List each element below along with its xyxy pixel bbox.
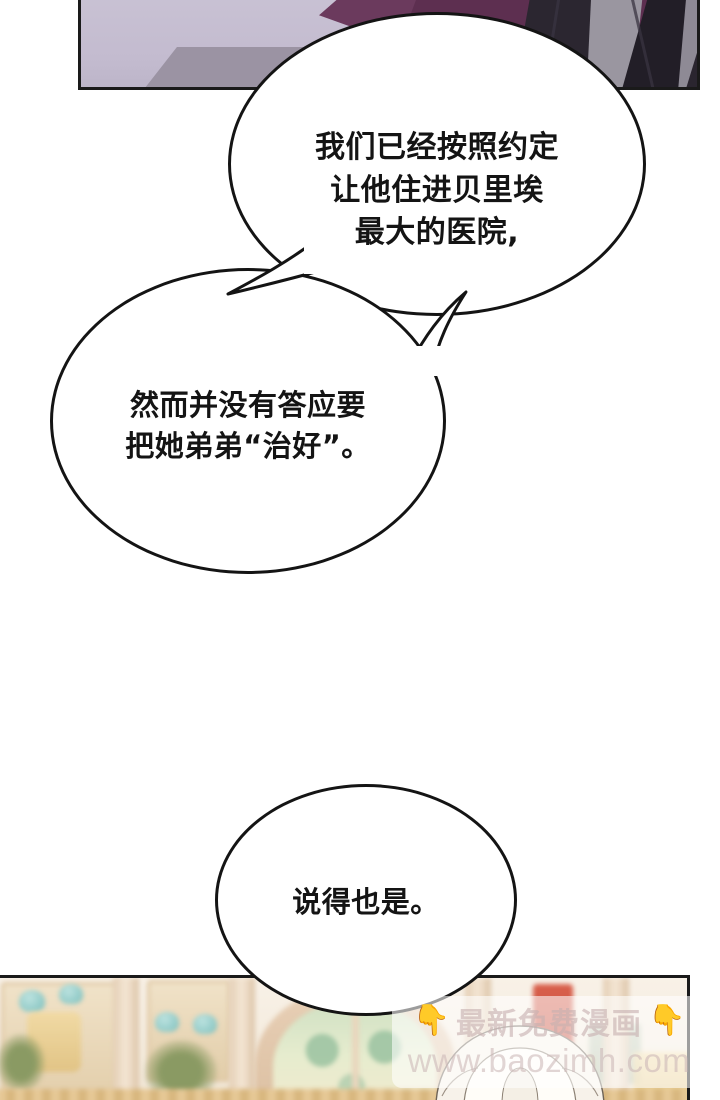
lamp-left-2 xyxy=(59,984,83,1004)
lamp-mid-1 xyxy=(155,1012,179,1032)
door-mullion xyxy=(352,1002,359,1100)
lamp-left-1 xyxy=(19,990,45,1012)
site-watermark: 👇 最新免费漫画 👇 www.baozimh.com xyxy=(392,996,706,1088)
speech-balloon-upper[interactable]: 我们已经按照约定 让他住进贝里埃 最大的医院, xyxy=(228,12,646,316)
speech-balloon-lower[interactable]: 说得也是。 xyxy=(215,784,517,1016)
speech-balloon-middle[interactable]: 然而并没有答应要 把她弟弟“治好”。 xyxy=(50,268,446,574)
pointing-down-hand-icon-right: 👇 xyxy=(648,1004,686,1037)
watermark-title: 最新免费漫画 xyxy=(456,1007,642,1042)
speech-balloon-lower-text: 说得也是。 xyxy=(292,885,440,920)
lamp-mid-2 xyxy=(193,1014,217,1034)
watermark-url: www.baozimh.com xyxy=(407,1042,691,1079)
pointing-down-hand-icon-left: 👇 xyxy=(412,1004,450,1037)
plant-left xyxy=(0,1034,45,1092)
column-left xyxy=(113,978,139,1100)
wooden-floor xyxy=(0,1089,687,1100)
speech-balloon-upper-text: 我们已经按照约定 让他住进贝里埃 最大的医院, xyxy=(315,130,559,251)
speech-balloon-middle-text: 然而并没有答应要 把她弟弟“治好”。 xyxy=(125,387,371,463)
column-mid xyxy=(229,978,255,1100)
watermark-title-row: 👇 最新免费漫画 👇 xyxy=(392,996,706,1044)
